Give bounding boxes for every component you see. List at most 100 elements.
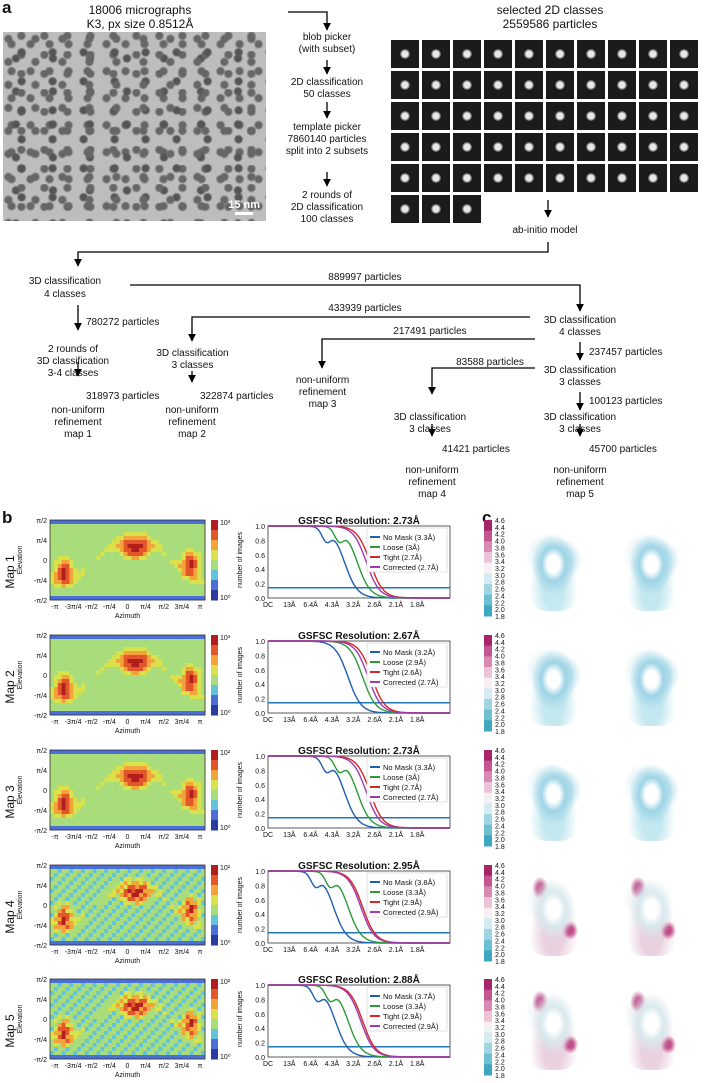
heat-cell (88, 1043, 93, 1048)
heat-cell (112, 540, 117, 545)
heat-cell (57, 999, 62, 1004)
heat-cell (146, 806, 152, 811)
heat-cell (127, 588, 132, 593)
heat-cell (162, 901, 167, 906)
heat-cell (146, 929, 152, 934)
heat-cell (158, 889, 163, 894)
heat-cell (146, 790, 152, 795)
heat-cell (150, 881, 155, 886)
heat-cell (92, 814, 97, 819)
heat-cell (150, 576, 155, 581)
heat-cell (135, 806, 140, 811)
heat-cell (108, 707, 113, 712)
heat-cell (96, 643, 101, 648)
heat-cell (131, 786, 136, 791)
class-average-16 (577, 71, 605, 99)
heat-cell (201, 818, 206, 823)
heat-cell (197, 532, 202, 537)
heat-cell (193, 568, 198, 573)
heat-cell (150, 1055, 155, 1060)
heat-cell (108, 564, 113, 569)
heat-cell (154, 901, 159, 906)
heat-cell (127, 826, 132, 831)
heat-cell (65, 901, 70, 906)
heat-cell (150, 999, 155, 1004)
heat-cell (150, 1035, 155, 1040)
heatmap-colorbar-segment (211, 989, 218, 1000)
heat-cell (115, 655, 121, 660)
resolution-colorbar-segment (484, 907, 492, 919)
heat-cell (162, 941, 167, 946)
heat-cell (96, 552, 101, 557)
heat-cell (143, 1055, 148, 1060)
heat-cell (139, 568, 144, 573)
heat-cell (189, 1011, 194, 1016)
heatmap-colorbar-segment (211, 520, 218, 531)
class-average-49 (670, 164, 698, 192)
heat-cell (53, 979, 59, 984)
heat-cell (127, 1027, 132, 1032)
heat-cell (135, 770, 140, 775)
heat-cell (81, 1031, 86, 1036)
heat-cell (162, 576, 167, 581)
heat-cell (146, 699, 152, 704)
flow-322874: 322874 particles (200, 391, 274, 402)
heat-cell (162, 865, 167, 870)
heat-cell (131, 913, 136, 918)
heat-cell (189, 1015, 194, 1020)
heat-cell (174, 991, 179, 996)
heat-cell (154, 905, 159, 910)
heat-cell (201, 802, 206, 807)
heat-cell (181, 905, 186, 910)
heat-cell (77, 572, 82, 577)
fsc-ytick: 0.6 (255, 898, 265, 905)
heat-cell (65, 639, 70, 644)
heat-cell (135, 766, 140, 771)
heat-cell (177, 1015, 183, 1020)
heat-cell (73, 695, 78, 700)
heat-cell (81, 651, 86, 656)
heat-cell (123, 1031, 128, 1036)
heat-cell (92, 766, 97, 771)
heat-cell (189, 774, 194, 779)
heat-cell (143, 711, 148, 716)
heat-cell (158, 643, 163, 648)
heat-cell (150, 1043, 155, 1048)
heat-cell (123, 667, 128, 672)
heat-cell (65, 568, 70, 573)
heatmap-colorbar-segment (211, 1019, 218, 1030)
fsc-xtick: 1.8Å (410, 600, 425, 609)
heat-cell (150, 552, 155, 557)
heat-cell (92, 560, 97, 565)
heat-cell (69, 552, 74, 557)
heat-cell (57, 691, 62, 696)
heat-cell (69, 778, 74, 783)
heat-cell (154, 548, 159, 553)
heat-cell (65, 695, 70, 700)
heat-cell (61, 699, 66, 704)
heat-cell (139, 699, 144, 704)
heat-cell (162, 925, 167, 930)
heat-cell (127, 651, 132, 656)
heat-cell (177, 643, 183, 648)
heat-cell (50, 885, 55, 890)
heat-cell (146, 905, 152, 910)
heat-cell (158, 707, 163, 712)
heat-cell (96, 548, 101, 553)
heat-cell (146, 536, 152, 541)
heat-cell (57, 929, 62, 934)
heat-cell (123, 707, 128, 712)
heat-cell (127, 532, 132, 537)
heat-cell (193, 979, 198, 984)
heat-cell (197, 991, 202, 996)
heat-cell (92, 790, 97, 795)
heat-cell (174, 699, 179, 704)
heat-cell (77, 576, 82, 581)
heat-cell (174, 770, 179, 775)
heat-cell (96, 707, 101, 712)
heat-cell (73, 707, 78, 712)
heat-cell (88, 532, 93, 537)
heat-cell (146, 540, 152, 545)
heat-cell (185, 556, 190, 561)
heat-cell (197, 576, 202, 581)
